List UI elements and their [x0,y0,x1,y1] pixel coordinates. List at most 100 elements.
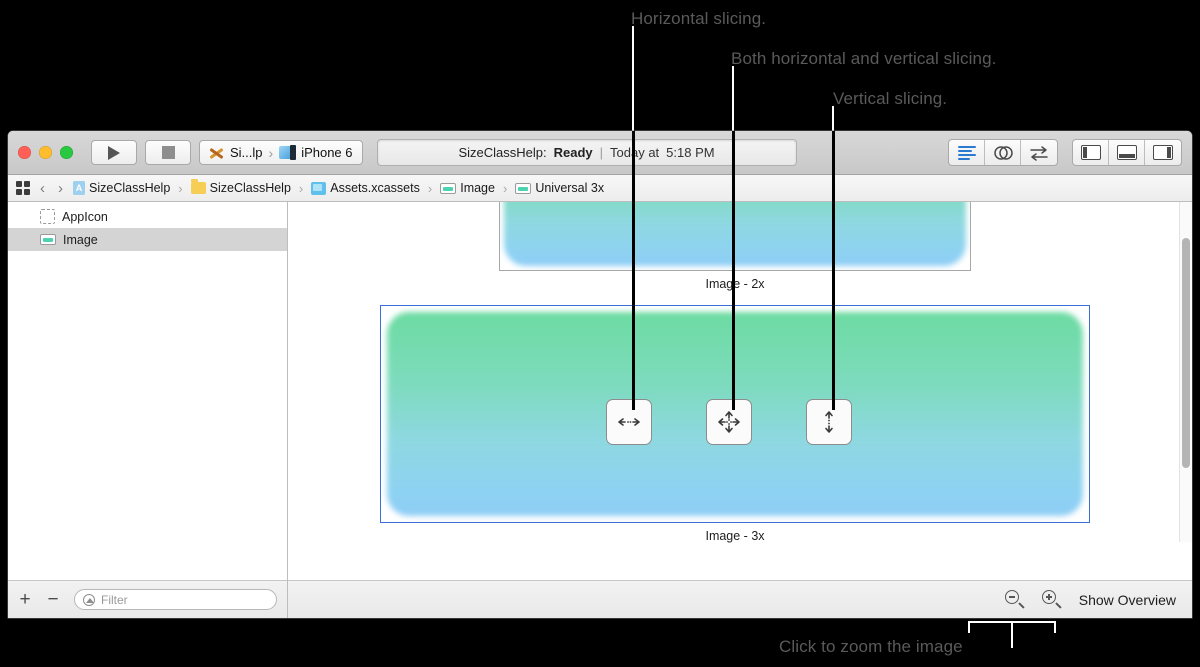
stop-button[interactable] [145,140,191,165]
leader-line-horizontal [632,26,634,131]
annotation-vertical-slicing: Vertical slicing. [833,89,948,108]
minimize-icon[interactable] [39,146,52,159]
window-body: AppIcon Image + − Filter [8,202,1192,618]
related-items-icon[interactable] [16,181,30,195]
remove-asset-button[interactable]: − [47,589,59,610]
zoom-out-icon[interactable] [1004,590,1025,609]
imageset-icon [515,182,532,194]
asset-sidebar: AppIcon Image + − Filter [8,202,288,618]
xcode-window: Si...lp › iPhone 6 SizeClassHelp: Ready … [8,131,1192,618]
editor-mode-segment [948,139,1058,166]
sidebar-item-image[interactable]: Image [8,228,287,251]
annotation-zoom-callout: Click to zoom the image [779,637,963,656]
canvas-scrollbar-thumb[interactable] [1182,238,1190,468]
debug-panel-icon [1116,145,1137,160]
asset-slot-2x-caption: Image - 2x [705,277,765,291]
imageset-icon [40,234,56,245]
utilities-toggle-button[interactable] [1145,140,1181,165]
leader-line-vertical-overlay [832,131,835,410]
four-way-arrows-icon [718,411,740,433]
annotation-horizontal-slicing: Horizontal slicing. [631,9,767,28]
sidebar-item-label: Image [63,232,98,247]
asset-artwork-2x [504,202,966,266]
slice-vertical-button[interactable] [806,399,852,445]
callout-bracket-left [968,621,970,633]
breadcrumb-item-image[interactable]: Image [440,181,495,195]
asset-slot-3x-caption: Image - 3x [705,529,765,543]
standard-editor-button[interactable] [949,140,985,165]
breadcrumb-item-folder[interactable]: SizeClassHelp [190,179,291,195]
leader-line-both-overlay [732,131,735,410]
status-time: 5:18 PM [666,145,715,160]
filter-field[interactable]: Filter [74,589,277,610]
folder-icon [190,179,206,194]
annotation-both-slicing: Both horizontal and vertical slicing. [731,49,997,68]
debug-area-toggle-button[interactable] [1109,140,1145,165]
version-editor-icon [1030,145,1048,161]
xcode-hammer-icon [209,146,224,160]
scheme-destination-label: iPhone 6 [301,145,353,160]
sidebar-item-label: AppIcon [62,209,108,224]
asset-canvas-area: Image - 2x Image - 3x [288,202,1192,618]
sidebar-item-appicon[interactable]: AppIcon [8,205,287,228]
canvas-footer: Show Overview [288,580,1192,618]
scheme-separator: › [268,144,274,161]
breadcrumb-separator: › [427,180,433,196]
stop-icon [161,146,175,159]
status-state: Ready [553,145,593,160]
callout-bracket-right [1054,621,1056,633]
filter-placeholder: Filter [101,592,128,607]
asset-slot-2x[interactable]: Image - 2x [499,202,971,291]
leader-line-vertical [832,106,834,131]
scheme-project-label: Si...lp [230,145,263,160]
breadcrumb-label: SizeClassHelp [209,181,291,195]
breadcrumb-item-universal-3x[interactable]: Universal 3x [515,181,604,195]
imageset-icon [440,182,457,194]
maximize-icon[interactable] [60,146,73,159]
run-button[interactable] [91,140,137,165]
leader-line-both [732,66,734,131]
sidebar-footer: + − Filter [8,580,287,618]
breadcrumb-separator: › [178,180,183,196]
activity-status-bar: SizeClassHelp: Ready | Today at 5:18 PM [376,139,797,166]
navigator-toggle-button[interactable] [1073,140,1109,165]
breadcrumb-item-assets[interactable]: Assets.xcassets [311,181,420,195]
forward-button[interactable]: › [58,179,63,197]
slice-horizontal-button[interactable] [606,399,652,445]
slice-both-button[interactable] [706,399,752,445]
window-toolbar: Si...lp › iPhone 6 SizeClassHelp: Ready … [8,131,1192,175]
assistant-editor-icon [993,145,1013,160]
scheme-selector[interactable]: Si...lp › iPhone 6 [199,140,363,165]
breadcrumb-label: SizeClassHelp [89,181,171,195]
status-prefix: SizeClassHelp: [458,145,547,160]
breadcrumb-label: Image [460,181,495,195]
horizontal-arrows-icon [618,418,640,426]
breadcrumb: ‹ › SizeClassHelp › SizeClassHelp › Asse… [8,175,1192,202]
toolbar-right-group [948,139,1182,166]
add-asset-button[interactable]: + [19,589,31,610]
traffic-lights [18,146,73,159]
breadcrumb-label: Universal 3x [535,181,605,195]
assistant-editor-button[interactable] [985,140,1021,165]
vertical-arrows-icon [825,411,833,433]
show-overview-button[interactable]: Show Overview [1078,591,1176,608]
appicon-placeholder-icon [40,209,55,224]
version-editor-button[interactable] [1021,140,1057,165]
close-icon[interactable] [18,146,31,159]
callout-bracket-stem [1011,621,1013,648]
breadcrumb-label: Assets.xcassets [330,181,420,195]
back-button[interactable]: ‹ [40,179,45,197]
utilities-panel-icon [1153,145,1173,160]
asset-canvas: Image - 2x Image - 3x [288,202,1192,580]
status-divider: | [599,145,604,160]
view-toggle-segment [1072,139,1182,166]
play-icon [108,145,120,160]
asset-list: AppIcon Image [8,202,287,580]
asset-slot-2x-frame[interactable] [499,202,971,271]
zoom-in-icon[interactable] [1041,590,1062,609]
xcode-project-icon [73,181,85,195]
asset-catalog-icon [311,181,327,195]
breadcrumb-item-project[interactable]: SizeClassHelp [73,181,170,195]
filter-icon [83,593,95,606]
